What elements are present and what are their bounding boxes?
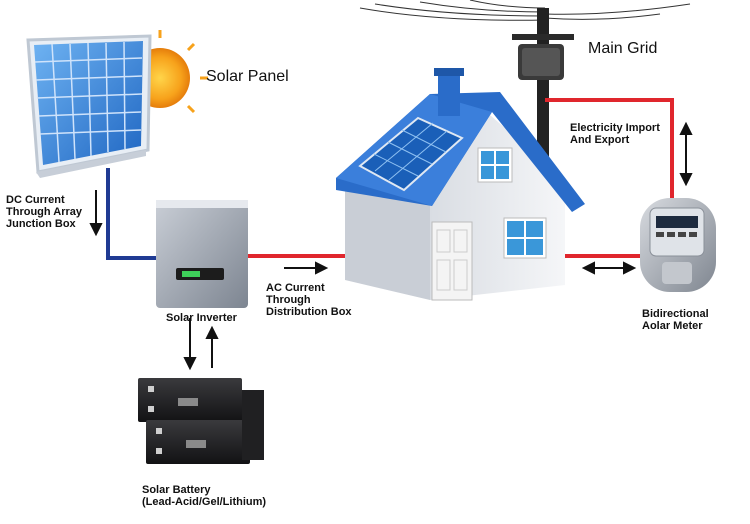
meter-line-1: Bidirectional: [642, 308, 709, 320]
power-lines: [359, 0, 691, 21]
solar-panel-icon: [26, 34, 152, 178]
battery-line-1: Solar Battery: [142, 484, 211, 496]
ac-current-label: AC Current Through Distribution Box: [266, 282, 352, 318]
ac-arrow: [284, 261, 329, 275]
utility-pole-icon: [512, 8, 574, 188]
dc-current-line-1: DC Current: [6, 194, 65, 206]
ac-current-line-2: Through: [266, 294, 311, 306]
solar-battery-icon: [138, 378, 264, 464]
bidirectional-meter-label: Bidirectional Aolar Meter: [642, 308, 709, 332]
battery-arrows: [183, 318, 219, 371]
solar-inverter-label: Solar Inverter: [166, 312, 237, 324]
battery-line-2: (Lead-Acid/Gel/Lithium): [142, 496, 267, 508]
main-grid-label: Main Grid: [588, 40, 658, 57]
import-export-arrow: [679, 121, 693, 187]
solar-battery-label: Solar Battery (Lead-Acid/Gel/Lithium): [142, 484, 266, 508]
dc-line: [106, 168, 158, 260]
grid-ac-line: [545, 98, 674, 210]
meter-line-2: Aolar Meter: [642, 320, 703, 332]
meter-arrow: [581, 261, 637, 275]
ac-current-line-3: Distribution Box: [266, 306, 352, 318]
house-icon: [336, 68, 585, 301]
bidirectional-meter-icon: [640, 198, 716, 292]
solar-panel-label: Solar Panel: [206, 68, 289, 85]
dc-current-line-2: Through Array: [6, 206, 82, 218]
solar-inverter-icon: [156, 200, 248, 308]
import-export-label: Electricity Import And Export: [570, 122, 660, 146]
import-export-line-2: And Export: [570, 134, 630, 146]
ac-current-line-1: AC Current: [266, 282, 325, 294]
dc-current-line-3: Junction Box: [6, 218, 76, 230]
import-export-line-1: Electricity Import: [570, 122, 660, 134]
dc-current-label: DC Current Through Array Junction Box: [6, 194, 82, 230]
dc-arrow: [89, 190, 103, 237]
